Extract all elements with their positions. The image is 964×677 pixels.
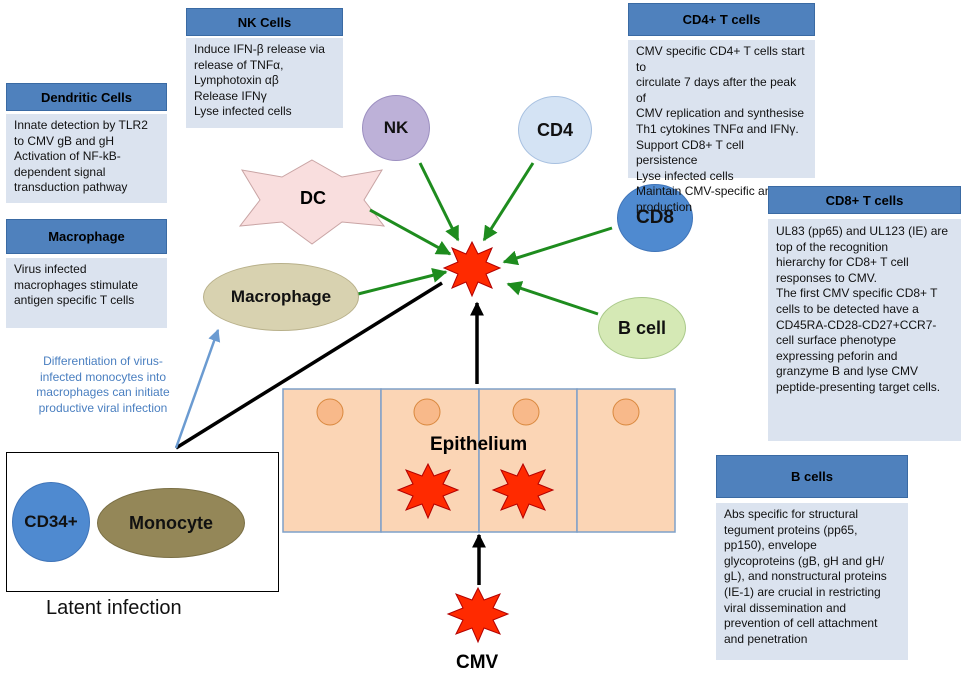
description-line: Support CD8+ T cell persistence [636,137,744,168]
description-line: viral dissemination and [724,600,847,615]
nk-cell: NK [362,95,430,161]
description-line: Induce IFN-β release via [194,42,325,56]
virus-burst-epithelium-right [491,462,555,520]
monocyte-cell-label: Monocyte [128,512,213,533]
description-line: pp150), envelope [724,538,817,553]
description-line: macrophages stimulate [14,277,139,292]
dendritic-cells-description: Innate detection by TLR2 to CMV gB and g… [6,114,167,203]
cell-nucleus [612,398,640,426]
nk-cells-header: NK Cells [186,8,343,36]
arrow-macrophage-to-virus [357,267,448,296]
description-line: production [636,199,693,214]
virus-burst-center [442,240,502,298]
macrophage-cell-label: Macrophage [230,287,332,306]
cd4-cell-label: CD4 [536,119,573,140]
virus-burst-cmv [446,586,510,644]
description-line: Maintain CMV-specific antibody [636,184,804,199]
description-line: peptide-presenting target cells. [776,379,941,394]
description-line: hierarchy for CD8+ T cell [776,255,909,270]
arrow-cd4-to-virus [482,162,535,242]
note-line: infected monocytes into [39,369,167,384]
note-line: macrophages can initiate [36,385,170,399]
note-line: Differentiation of virus- [43,354,163,368]
description-line: CMV replication and synthesise [636,106,805,121]
description-line: UL83 (pp65) and UL123 (IE) are [776,224,949,238]
macrophage-description: Virus infected macrophages stimulate ant… [6,258,167,328]
monocyte-cell: Monocyte [97,488,245,558]
description-line: Lyse infected cells [636,168,734,183]
dc-label: DC [300,188,326,208]
cd4-t-cells-description: CMV specific CD4+ T cells start to circu… [628,40,815,214]
description-line: Th1 cytokines TNFα and IFNγ. [636,121,799,136]
cmv-label: CMV [456,652,499,673]
description-line: dependent signal [14,164,106,179]
description-line: cells to be detected have a [776,301,919,316]
b-cell: B cell [598,297,686,359]
description-line: gL), and nonstructural proteins [724,569,887,584]
cell-nucleus [413,398,441,426]
cd34-cell: CD34+ [12,482,90,562]
nk-cells-description: Induce IFN-β release via release of TNFα… [186,38,343,128]
description-line: Lymphotoxin αβ [194,73,279,88]
description-line: and penetration [724,631,808,646]
cd8-t-cells-description: UL83 (pp65) and UL123 (IE) are top of th… [768,219,961,441]
cell-nucleus [512,398,540,426]
line-monocyte-to-virus [175,281,443,450]
description-line: Release IFNγ [194,88,267,103]
arrow-monocyte-to-macrophage [174,328,221,449]
cd4-cell: CD4 [518,96,592,164]
description-line: Virus infected [14,262,87,276]
description-line: Innate detection by TLR2 [14,118,148,132]
description-line: Abs specific for structural [724,507,859,521]
nk-cell-label: NK [383,118,409,137]
macrophage-header: Macrophage [6,219,167,254]
b-cells-description: Abs specific for structural tegument pro… [716,503,908,660]
description-line: responses to CMV. [776,270,877,285]
cd8-cell-label: CD8 [635,207,674,228]
description-line: Activation of NF-kB- [14,149,121,164]
epithelium-label: Epithelium [430,434,528,455]
latent-infection-label: Latent infection [46,597,182,619]
description-line: to CMV gB and gH [14,133,115,148]
epithelium-layer [282,388,676,533]
cd8-t-cells-header: CD8+ T cells [768,186,961,214]
description-line: Lyse infected cells [194,104,292,119]
arrow-cd8-to-virus [502,226,613,266]
dendritic-cells-header: Dendritic Cells [6,83,167,111]
description-line: CD45RA-CD28-CD27+CCR7- [776,317,937,332]
cd8-cell: CD8 [617,184,693,252]
note-line: productive viral infection [38,400,168,415]
cell-nucleus [316,398,344,426]
description-line: granzyme B and lyse CMV [776,364,919,379]
description-line: (IE-1) are crucial in restricting [724,584,881,599]
b-cells-header: B cells [716,455,908,498]
arrow-dc-to-virus [369,208,452,256]
differentiation-note: Differentiation of virus- infected monoc… [18,354,188,416]
arrow-nk-to-virus [418,162,460,242]
description-line: antigen specific T cells [14,293,135,308]
description-line: prevention of cell attachment [724,616,878,631]
description-line: transduction pathway [14,180,128,195]
description-line: cell surface phenotype [776,333,897,348]
description-line: circulate 7 days after the peak of [636,75,797,105]
description-line: top of the recognition [776,239,889,254]
description-line: The first CMV specific CD8+ T [776,286,938,301]
description-line: CMV specific CD4+ T cells start to [636,44,805,74]
virus-burst-epithelium-left [396,462,460,520]
arrow-bcell-to-virus [506,281,599,316]
b-cell-label: B cell [617,317,667,338]
macrophage-cell: Macrophage [203,263,359,331]
description-line: expressing peforin and [776,348,898,363]
cd4-t-cells-header: CD4+ T cells [628,3,815,36]
cd34-cell-label: CD34+ [24,512,78,531]
description-line: glycoproteins (gB, gH and gH/ [724,553,885,568]
description-line: tegument proteins (pp65, [724,522,858,537]
description-line: release of TNFα, [194,57,284,72]
dc-star-shape [238,159,386,245]
